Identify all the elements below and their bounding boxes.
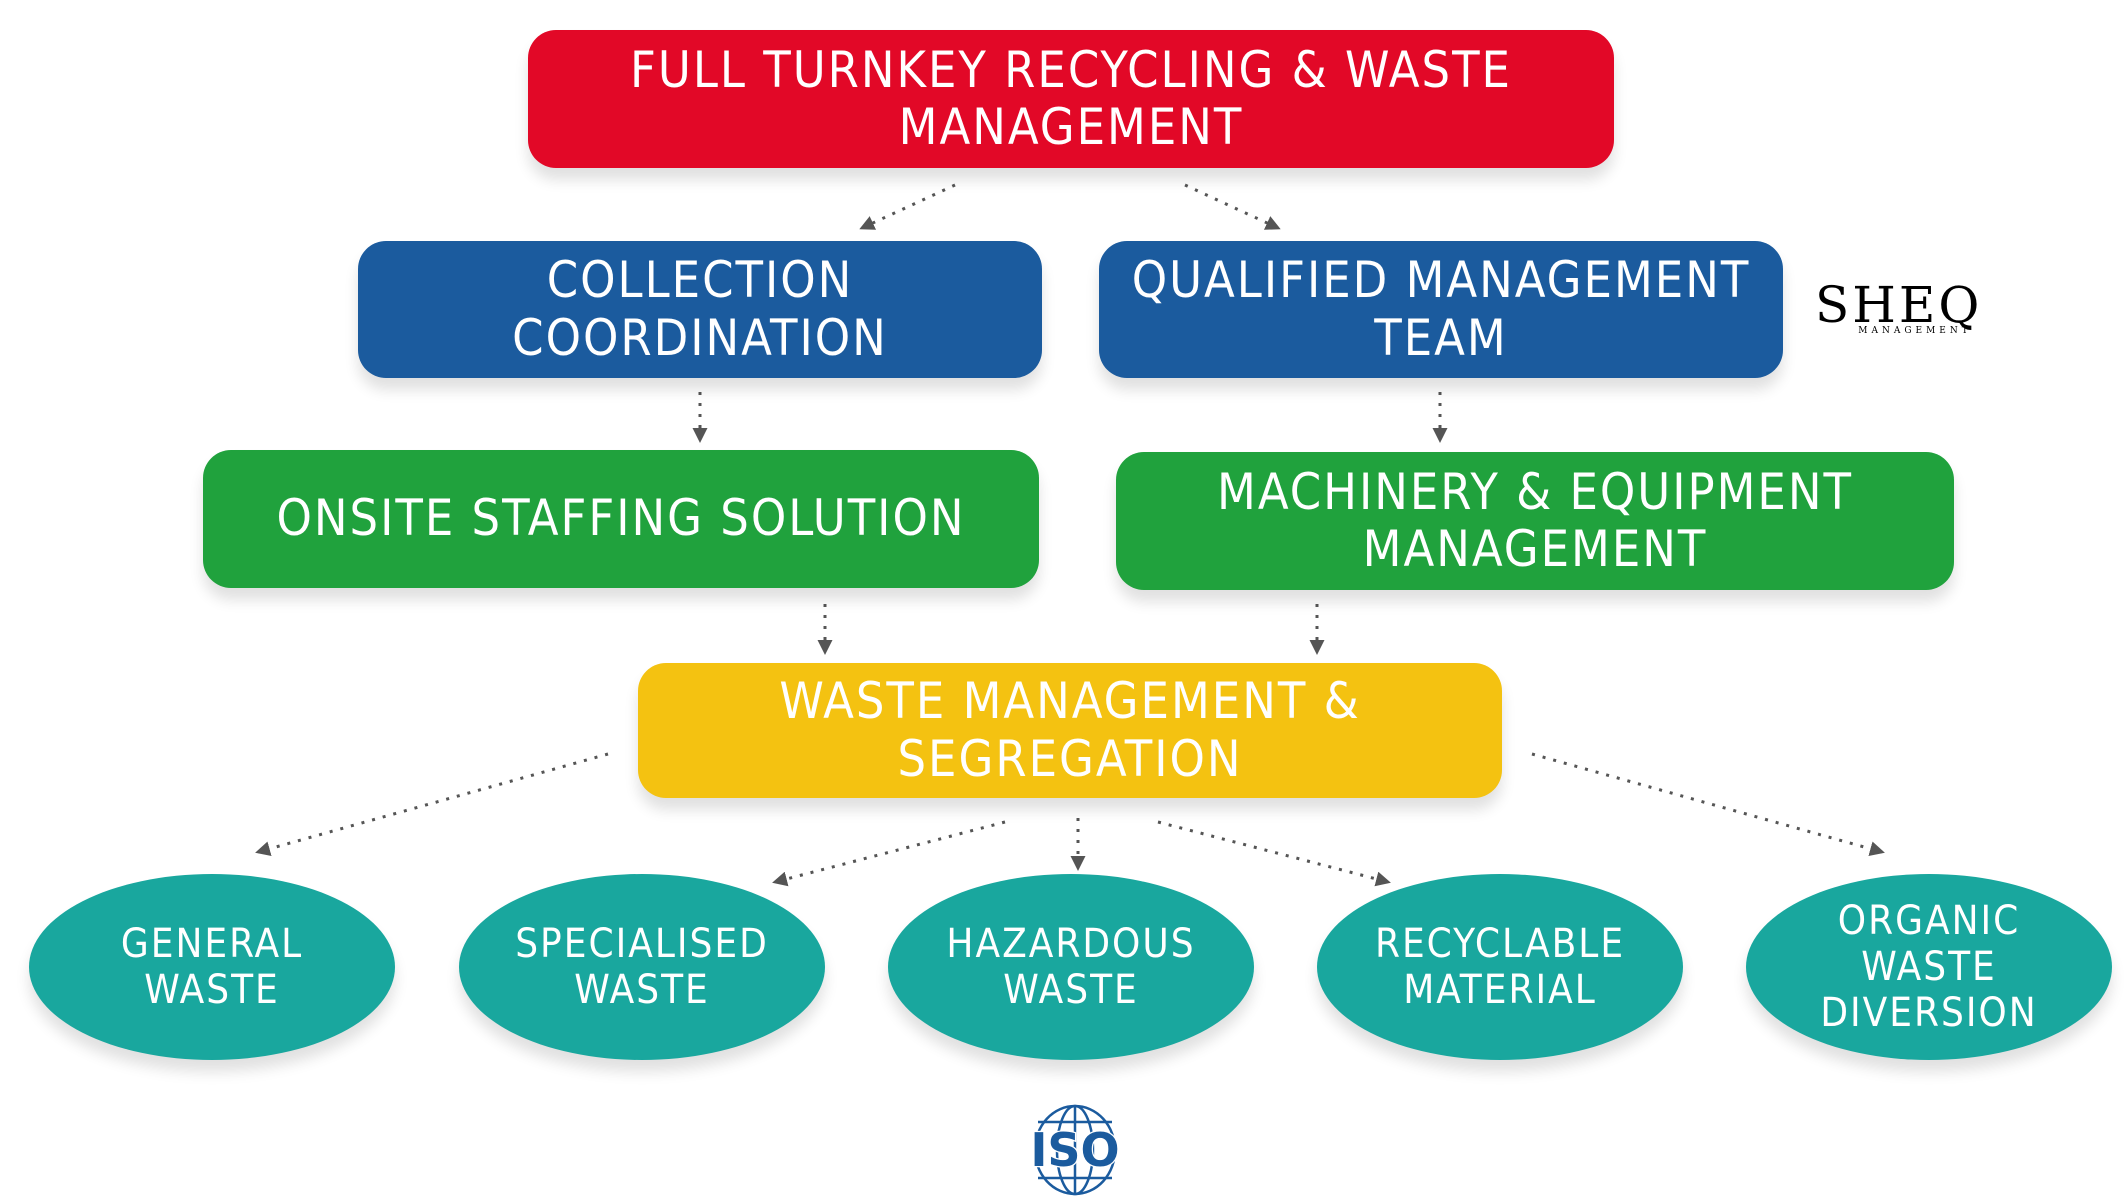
- top-node-label: Full Turnkey Recycling & Waste Managemen…: [630, 40, 1512, 156]
- onsite-staffing-label: Onsite Staffing Solution: [276, 489, 966, 548]
- arrow-top-to-management-team: [1184, 183, 1281, 230]
- iso-logo-text: ISO: [1030, 1123, 1119, 1177]
- sheq-logo-sub: MANAGEMENT: [1858, 326, 1972, 336]
- category-organic-waste-diversion: Organic Waste Diversion: [1746, 874, 2112, 1060]
- arrow-segregation-to-recyclable: [1157, 820, 1391, 887]
- category-label: General Waste: [120, 921, 304, 1013]
- category-hazardous-waste: Hazardous Waste: [888, 874, 1254, 1060]
- iso-logo: ISO: [1029, 1104, 1121, 1196]
- arrow-segregation-to-specialised: [772, 820, 1006, 887]
- category-label: Organic Waste Diversion: [1820, 898, 2038, 1036]
- arrow-segregation-to-organic: [1531, 752, 1885, 856]
- top-node: Full Turnkey Recycling & Waste Managemen…: [528, 30, 1614, 168]
- machinery-equipment-label: Machinery & Equipment Management: [1217, 462, 1853, 578]
- category-specialised-waste: Specialised Waste: [459, 874, 825, 1060]
- category-label: Recyclable Material: [1374, 921, 1626, 1013]
- sheq-logo-main: SHEQ: [1815, 276, 1983, 334]
- arrow-top-to-collection: [859, 183, 956, 230]
- collection-coordination-label: Collection Coordination: [512, 251, 888, 367]
- waste-segregation-node: Waste Management & Segregation: [638, 663, 1502, 798]
- category-general-waste: General Waste: [29, 874, 395, 1060]
- qualified-management-team-label: Qualified Management Team: [1131, 251, 1751, 367]
- qualified-management-team-node: Qualified Management Team: [1099, 241, 1783, 378]
- waste-segregation-label: Waste Management & Segregation: [779, 672, 1361, 788]
- machinery-equipment-node: Machinery & Equipment Management: [1116, 452, 1954, 590]
- category-recyclable-material: Recyclable Material: [1317, 874, 1683, 1060]
- arrow-segregation-to-general: [255, 752, 609, 856]
- collection-coordination-node: Collection Coordination: [358, 241, 1042, 378]
- category-label: Specialised Waste: [515, 921, 769, 1013]
- category-label: Hazardous Waste: [946, 921, 1196, 1013]
- sheq-logo: SHEQ MANAGEMENT: [1815, 276, 1983, 336]
- onsite-staffing-node: Onsite Staffing Solution: [203, 450, 1039, 588]
